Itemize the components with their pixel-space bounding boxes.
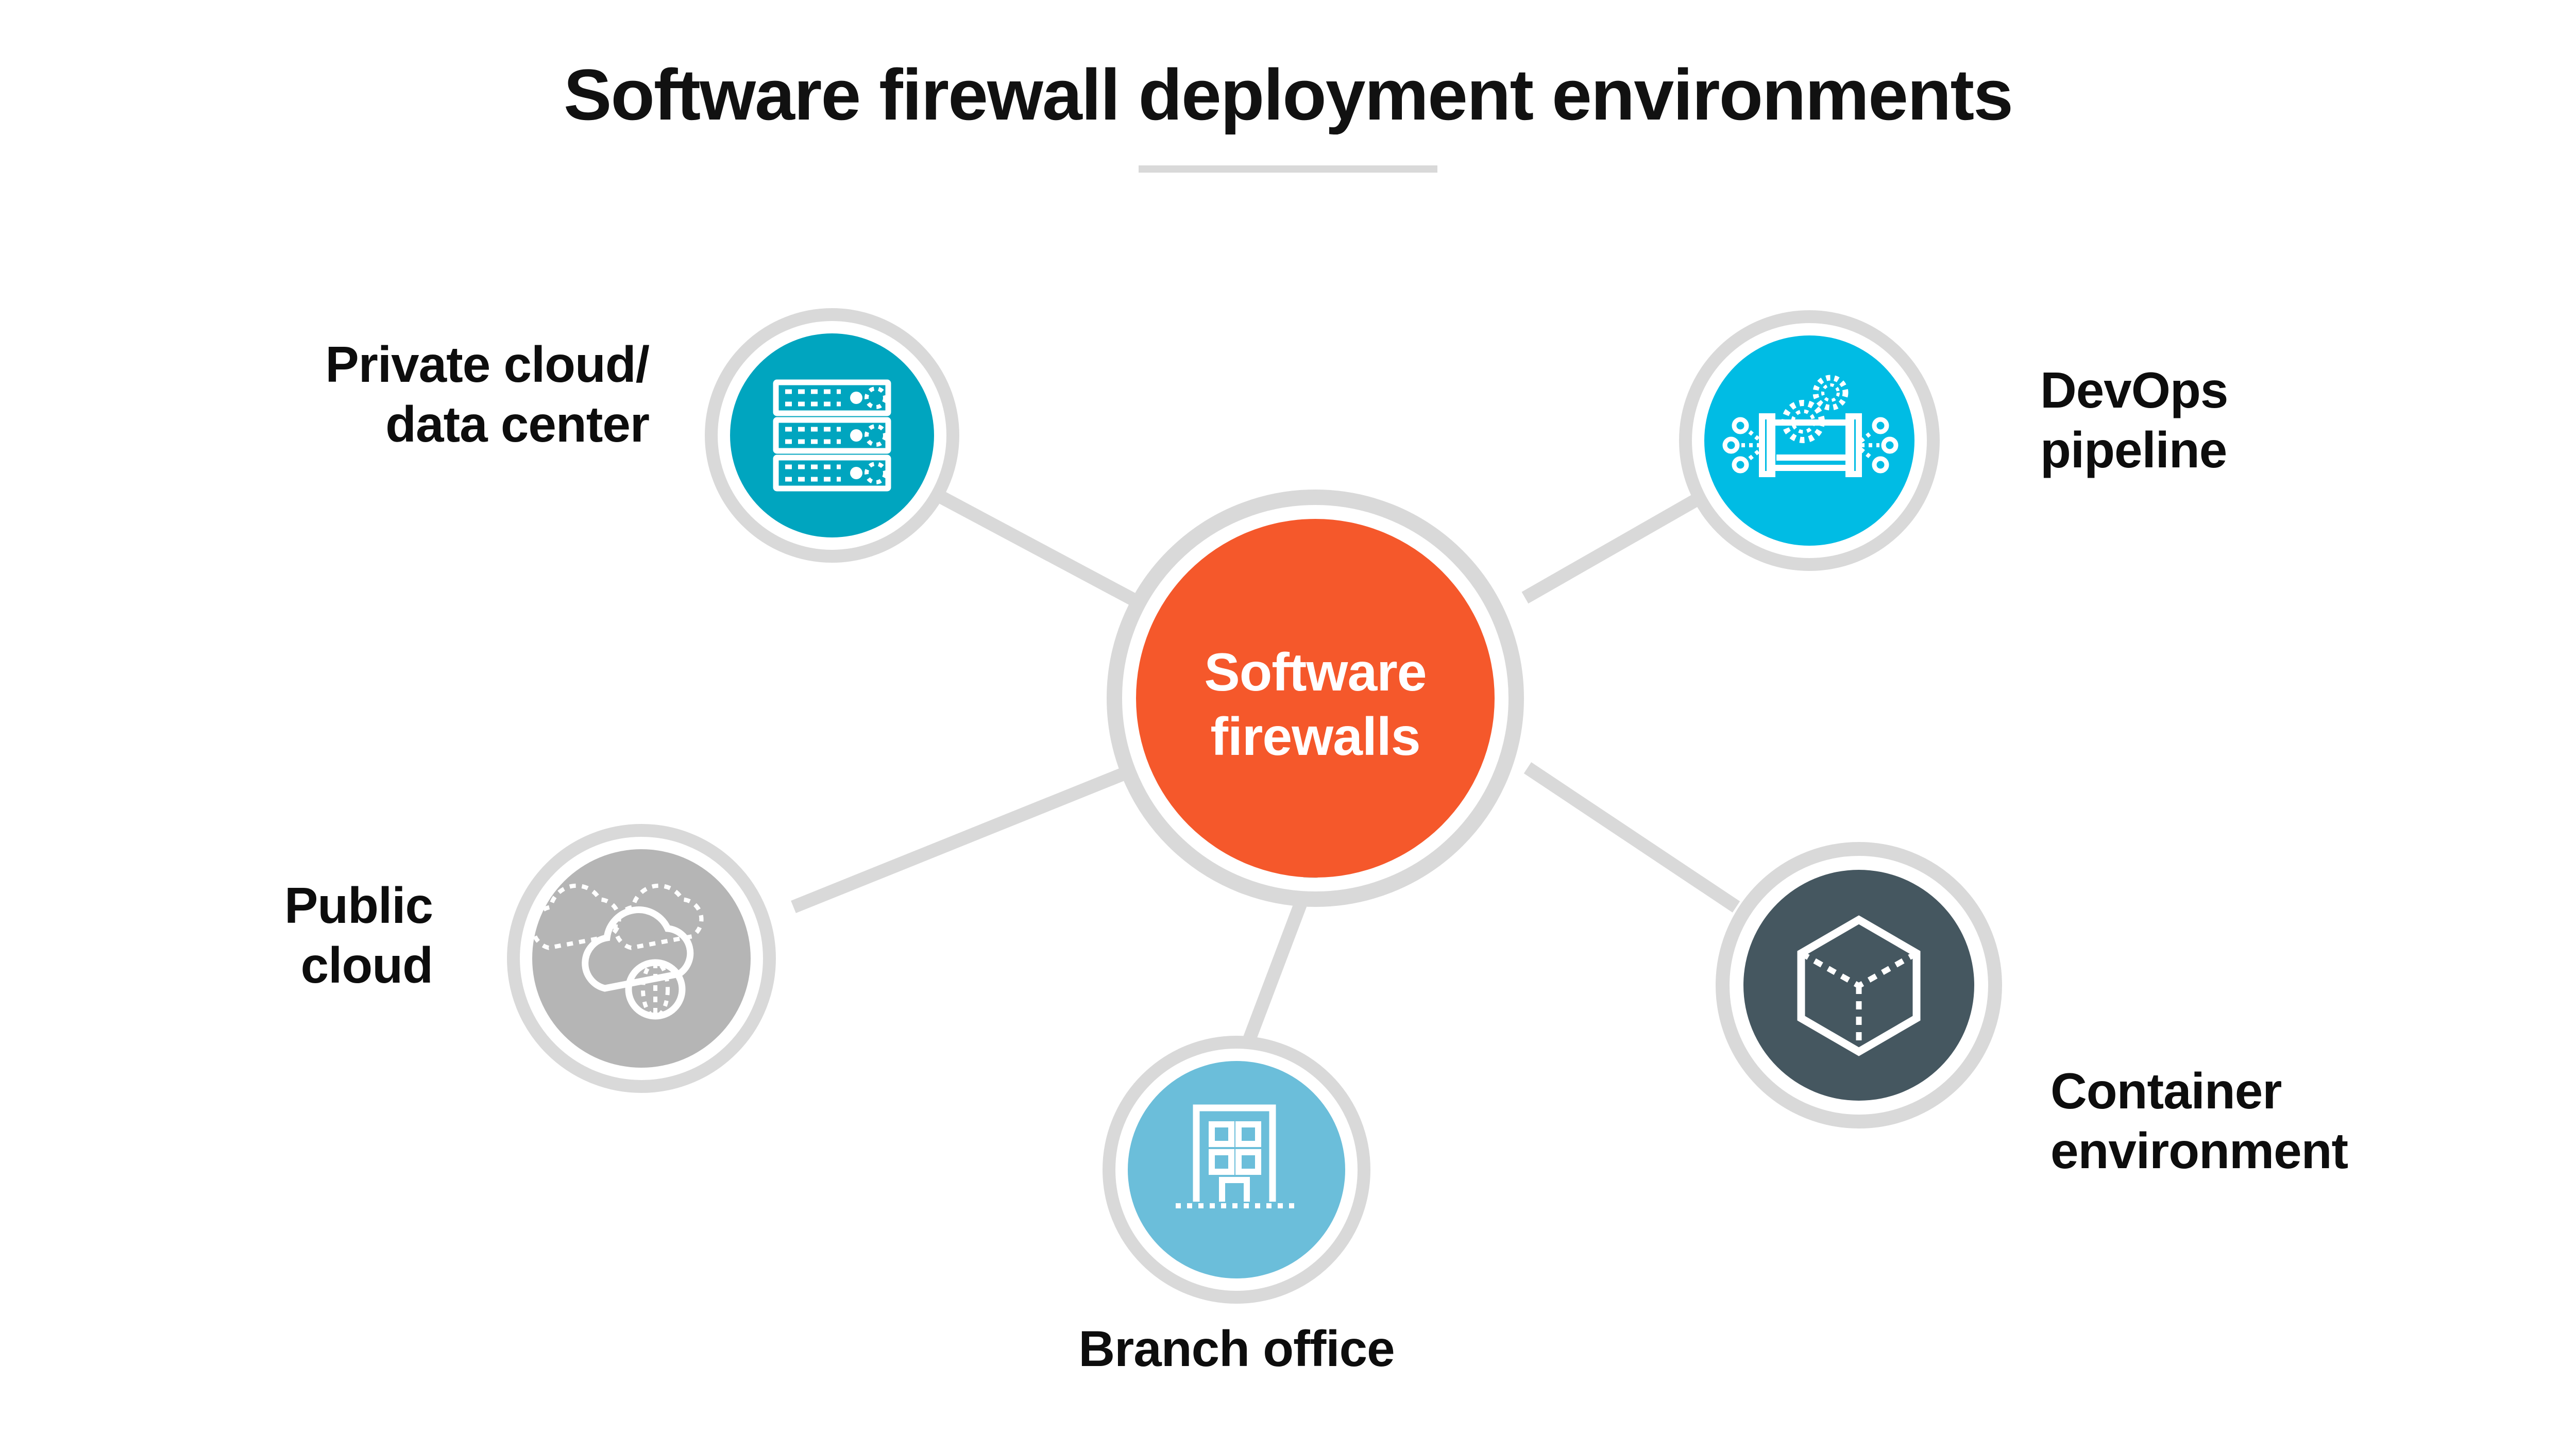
node-devops-pipeline[interactable] [1679,310,1940,571]
node-fill-devops [1704,335,1914,546]
node-ring-private-cloud [705,308,959,563]
node-ring-public-cloud [507,824,776,1093]
node-label-branch-office: Branch office [1078,1320,1395,1377]
server-rack-icon [773,379,891,492]
node-ring-branch-office [1103,1036,1370,1304]
connector-hub-to-private-cloud [919,481,1158,617]
node-public-cloud[interactable] [507,824,776,1093]
connector-hub-to-public-cloud [791,761,1141,914]
hub-label-line1: Software [1204,643,1426,702]
pipeline-gears-icon [1722,375,1899,477]
hub-ring [1107,490,1524,907]
node-ring-devops [1679,310,1940,571]
node-ring-gap-public-cloud [520,837,763,1080]
node-ring-container [1716,842,2002,1128]
node-fill-private-cloud [730,333,934,537]
page-title: Software firewall deployment environment… [564,54,2013,135]
node-label-container-environment: Container environment [2050,1063,2348,1179]
node-container-environment[interactable] [1716,842,2002,1128]
hub-node-software-firewalls[interactable]: Software firewalls [1107,490,1524,907]
title-divider [1139,165,1437,173]
cube-icon [1797,915,1921,1056]
hub-ring-inner-gap [1122,505,1509,891]
cloud-globe-icon [531,883,704,1020]
node-ring-gap-devops [1692,323,1927,558]
node-ring-gap-private-cloud [718,321,946,550]
node-ring-gap-branch-office [1115,1049,1358,1291]
title-block: Software firewall deployment environment… [0,57,2576,173]
hub-label-line2: firewalls [1210,707,1420,767]
node-private-cloud-data-center[interactable] [705,308,959,563]
node-label-private-cloud-data-center: Private cloud/ data center [325,336,650,452]
connector-hub-to-container [1523,762,1740,913]
node-ring-gap-container [1730,856,1988,1115]
node-label-public-cloud: Public cloud [284,877,433,993]
node-branch-office[interactable] [1103,1036,1370,1304]
hub-fill-circle [1136,519,1495,878]
node-fill-public-cloud [532,849,751,1068]
connector-hub-to-devops [1521,488,1709,604]
node-label-devops-pipeline: DevOps pipeline [2040,362,2228,478]
office-building-icon [1176,1104,1294,1208]
